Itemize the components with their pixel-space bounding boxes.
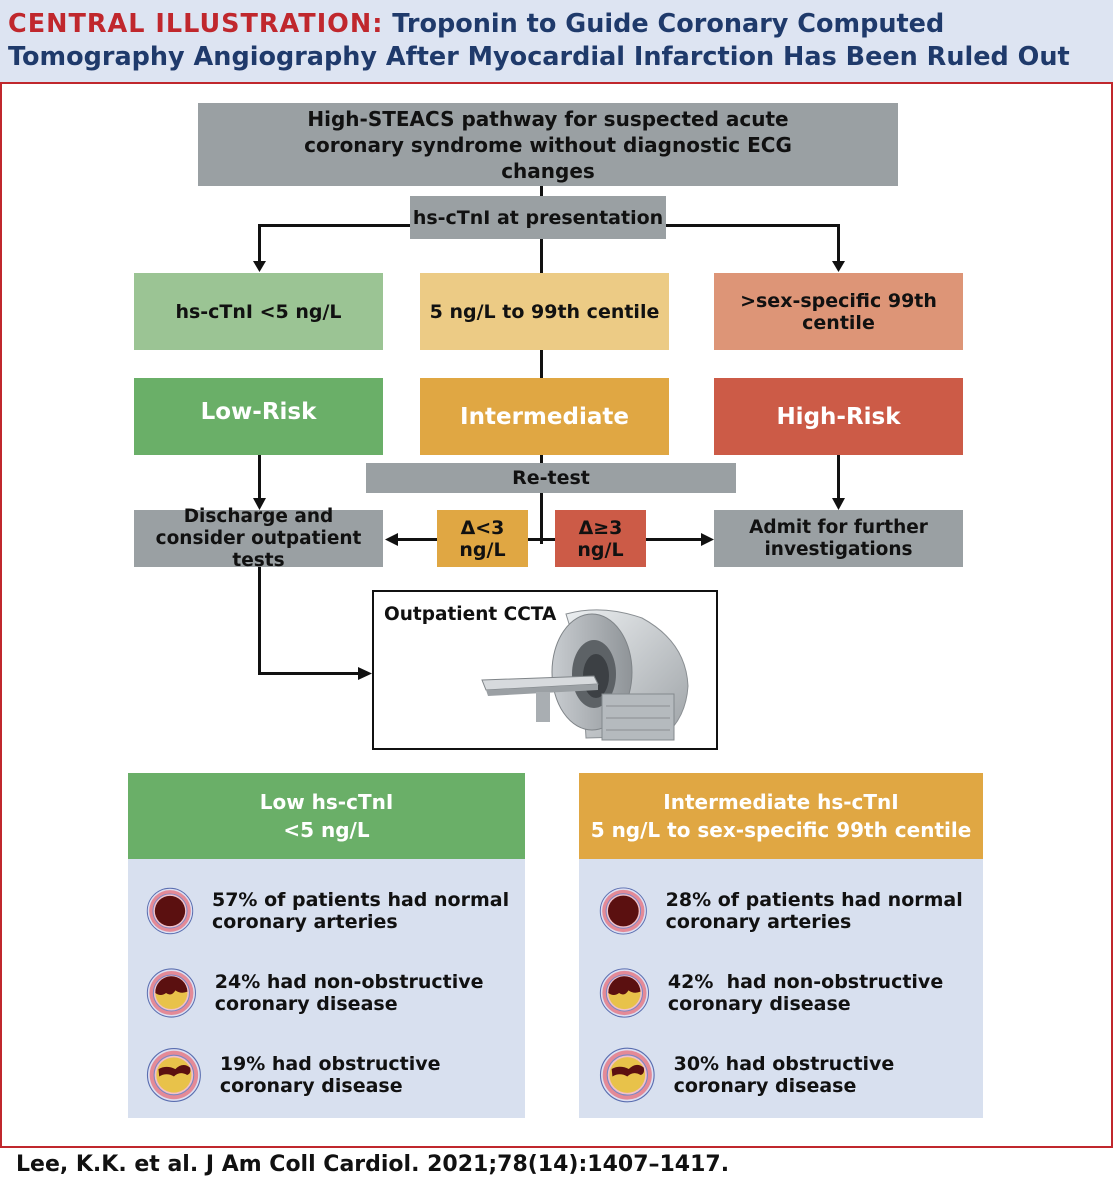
low-finding-2: 24% had non-obstructive coronary disease — [146, 955, 521, 1031]
mid-finding-1: 28% of patients had normal coronary arte… — [599, 873, 979, 949]
citation: Lee, K.K. et al. J Am Coll Cardiol. 2021… — [16, 1152, 730, 1177]
low-finding-2-text: 24% had non-obstructive coronary disease — [214, 971, 484, 1015]
connector-branch-left — [258, 224, 413, 227]
arrow-to-low-threshold — [253, 261, 266, 272]
mid-finding-3-text: 30% had obstructive coronary disease — [673, 1053, 895, 1097]
artery-normal-icon — [599, 887, 647, 935]
artery-obstructive-icon — [599, 1047, 655, 1103]
low-finding-3: 19% had obstructive coronary disease — [146, 1037, 521, 1113]
pathway-text: High-STEACS pathway for suspected acute … — [304, 106, 792, 183]
pathway-box: High-STEACS pathway for suspected acute … — [198, 103, 898, 186]
presentation-box: hs-cTnI at presentation — [410, 196, 666, 239]
arrow-right-to-admit — [701, 533, 714, 546]
connector-right-down — [837, 224, 840, 264]
ccta-box: Outpatient CCTA — [372, 590, 718, 750]
threshold-low-box: hs-cTnI <5 ng/L — [134, 273, 383, 350]
admit-box: Admit for further investigations — [714, 510, 963, 567]
header-banner — [0, 0, 1113, 84]
threshold-high-box: >sex-specific 99th centile — [714, 273, 963, 350]
mid-panel-header: Intermediate hs-cTnI 5 ng/L to sex-speci… — [579, 773, 983, 859]
header-label: CENTRAL ILLUSTRATION: — [8, 9, 384, 39]
threshold-mid-box: 5 ng/L to 99th centile — [420, 273, 669, 350]
connector-highrisk-down — [837, 455, 840, 501]
delta-low-text: Δ<3 ng/L — [459, 516, 506, 561]
mid-finding-2-text: 42% had non-obstructive coronary disease — [667, 971, 950, 1015]
risk-low-text: Low-Risk — [200, 398, 317, 425]
connector-lowrisk-down — [258, 455, 261, 501]
admit-text: Admit for further investigations — [749, 516, 928, 560]
ct-scanner-icon — [481, 609, 689, 741]
connector-to-ccta — [258, 672, 358, 675]
artery-normal-icon — [146, 887, 194, 935]
low-panel-body: 57% of patients had normal coronary arte… — [128, 859, 525, 1118]
discharge-box: Discharge and consider outpatient tests — [134, 506, 383, 571]
arrow-to-admit — [832, 498, 845, 510]
connector-left-down — [258, 224, 261, 264]
delta-high-text: Δ≥3 ng/L — [577, 516, 624, 561]
risk-high-box: High-Risk — [714, 378, 963, 455]
header-title: Troponin to Guide Coronary Computed Tomo… — [8, 9, 1070, 72]
low-panel-header: Low hs-cTnI <5 ng/L — [128, 773, 525, 859]
arrow-to-high-threshold — [832, 261, 845, 272]
risk-mid-box: Intermediate — [420, 378, 669, 455]
presentation-text: hs-cTnI at presentation — [412, 206, 664, 229]
retest-box: Re-test — [366, 463, 736, 493]
low-panel-title: Low hs-cTnI <5 ng/L — [259, 790, 394, 842]
connector-discharge-down — [258, 567, 261, 674]
low-finding-1: 57% of patients had normal coronary arte… — [146, 873, 521, 949]
threshold-low-text: hs-cTnI <5 ng/L — [175, 300, 342, 323]
artery-nonobstructive-icon — [146, 968, 196, 1018]
artery-obstructive-icon — [146, 1048, 201, 1102]
risk-mid-text: Intermediate — [460, 403, 629, 430]
delta-high-box: Δ≥3 ng/L — [555, 510, 646, 567]
ccta-label: Outpatient CCTA — [384, 604, 557, 625]
arrow-left-to-discharge — [385, 533, 398, 546]
mid-panel-title: Intermediate hs-cTnI 5 ng/L to sex-speci… — [590, 790, 972, 842]
threshold-mid-text: 5 ng/L to 99th centile — [429, 300, 660, 323]
header-title-block: CENTRAL ILLUSTRATION: Troponin to Guide … — [8, 8, 1098, 74]
discharge-text: Discharge and consider outpatient tests — [155, 505, 362, 571]
risk-low-box: Low-Risk — [134, 378, 383, 455]
connector-branch-right — [666, 224, 840, 227]
mid-finding-2: 42% had non-obstructive coronary disease — [599, 955, 979, 1031]
low-finding-3-text: 19% had obstructive coronary disease — [219, 1053, 441, 1097]
risk-high-text: High-Risk — [776, 403, 901, 430]
connector-delta-horizontal — [394, 538, 704, 541]
mid-finding-3: 30% had obstructive coronary disease — [599, 1037, 979, 1113]
threshold-high-text: >sex-specific 99th centile — [740, 289, 937, 334]
mid-finding-1-text: 28% of patients had normal coronary arte… — [665, 889, 963, 933]
artery-nonobstructive-icon — [599, 968, 650, 1018]
mid-panel-body: 28% of patients had normal coronary arte… — [579, 859, 983, 1118]
retest-text: Re-test — [512, 467, 590, 489]
delta-low-box: Δ<3 ng/L — [437, 510, 528, 567]
arrow-to-ccta — [358, 667, 372, 680]
low-finding-1-text: 57% of patients had normal coronary arte… — [211, 889, 510, 933]
arrow-to-discharge — [253, 498, 266, 510]
